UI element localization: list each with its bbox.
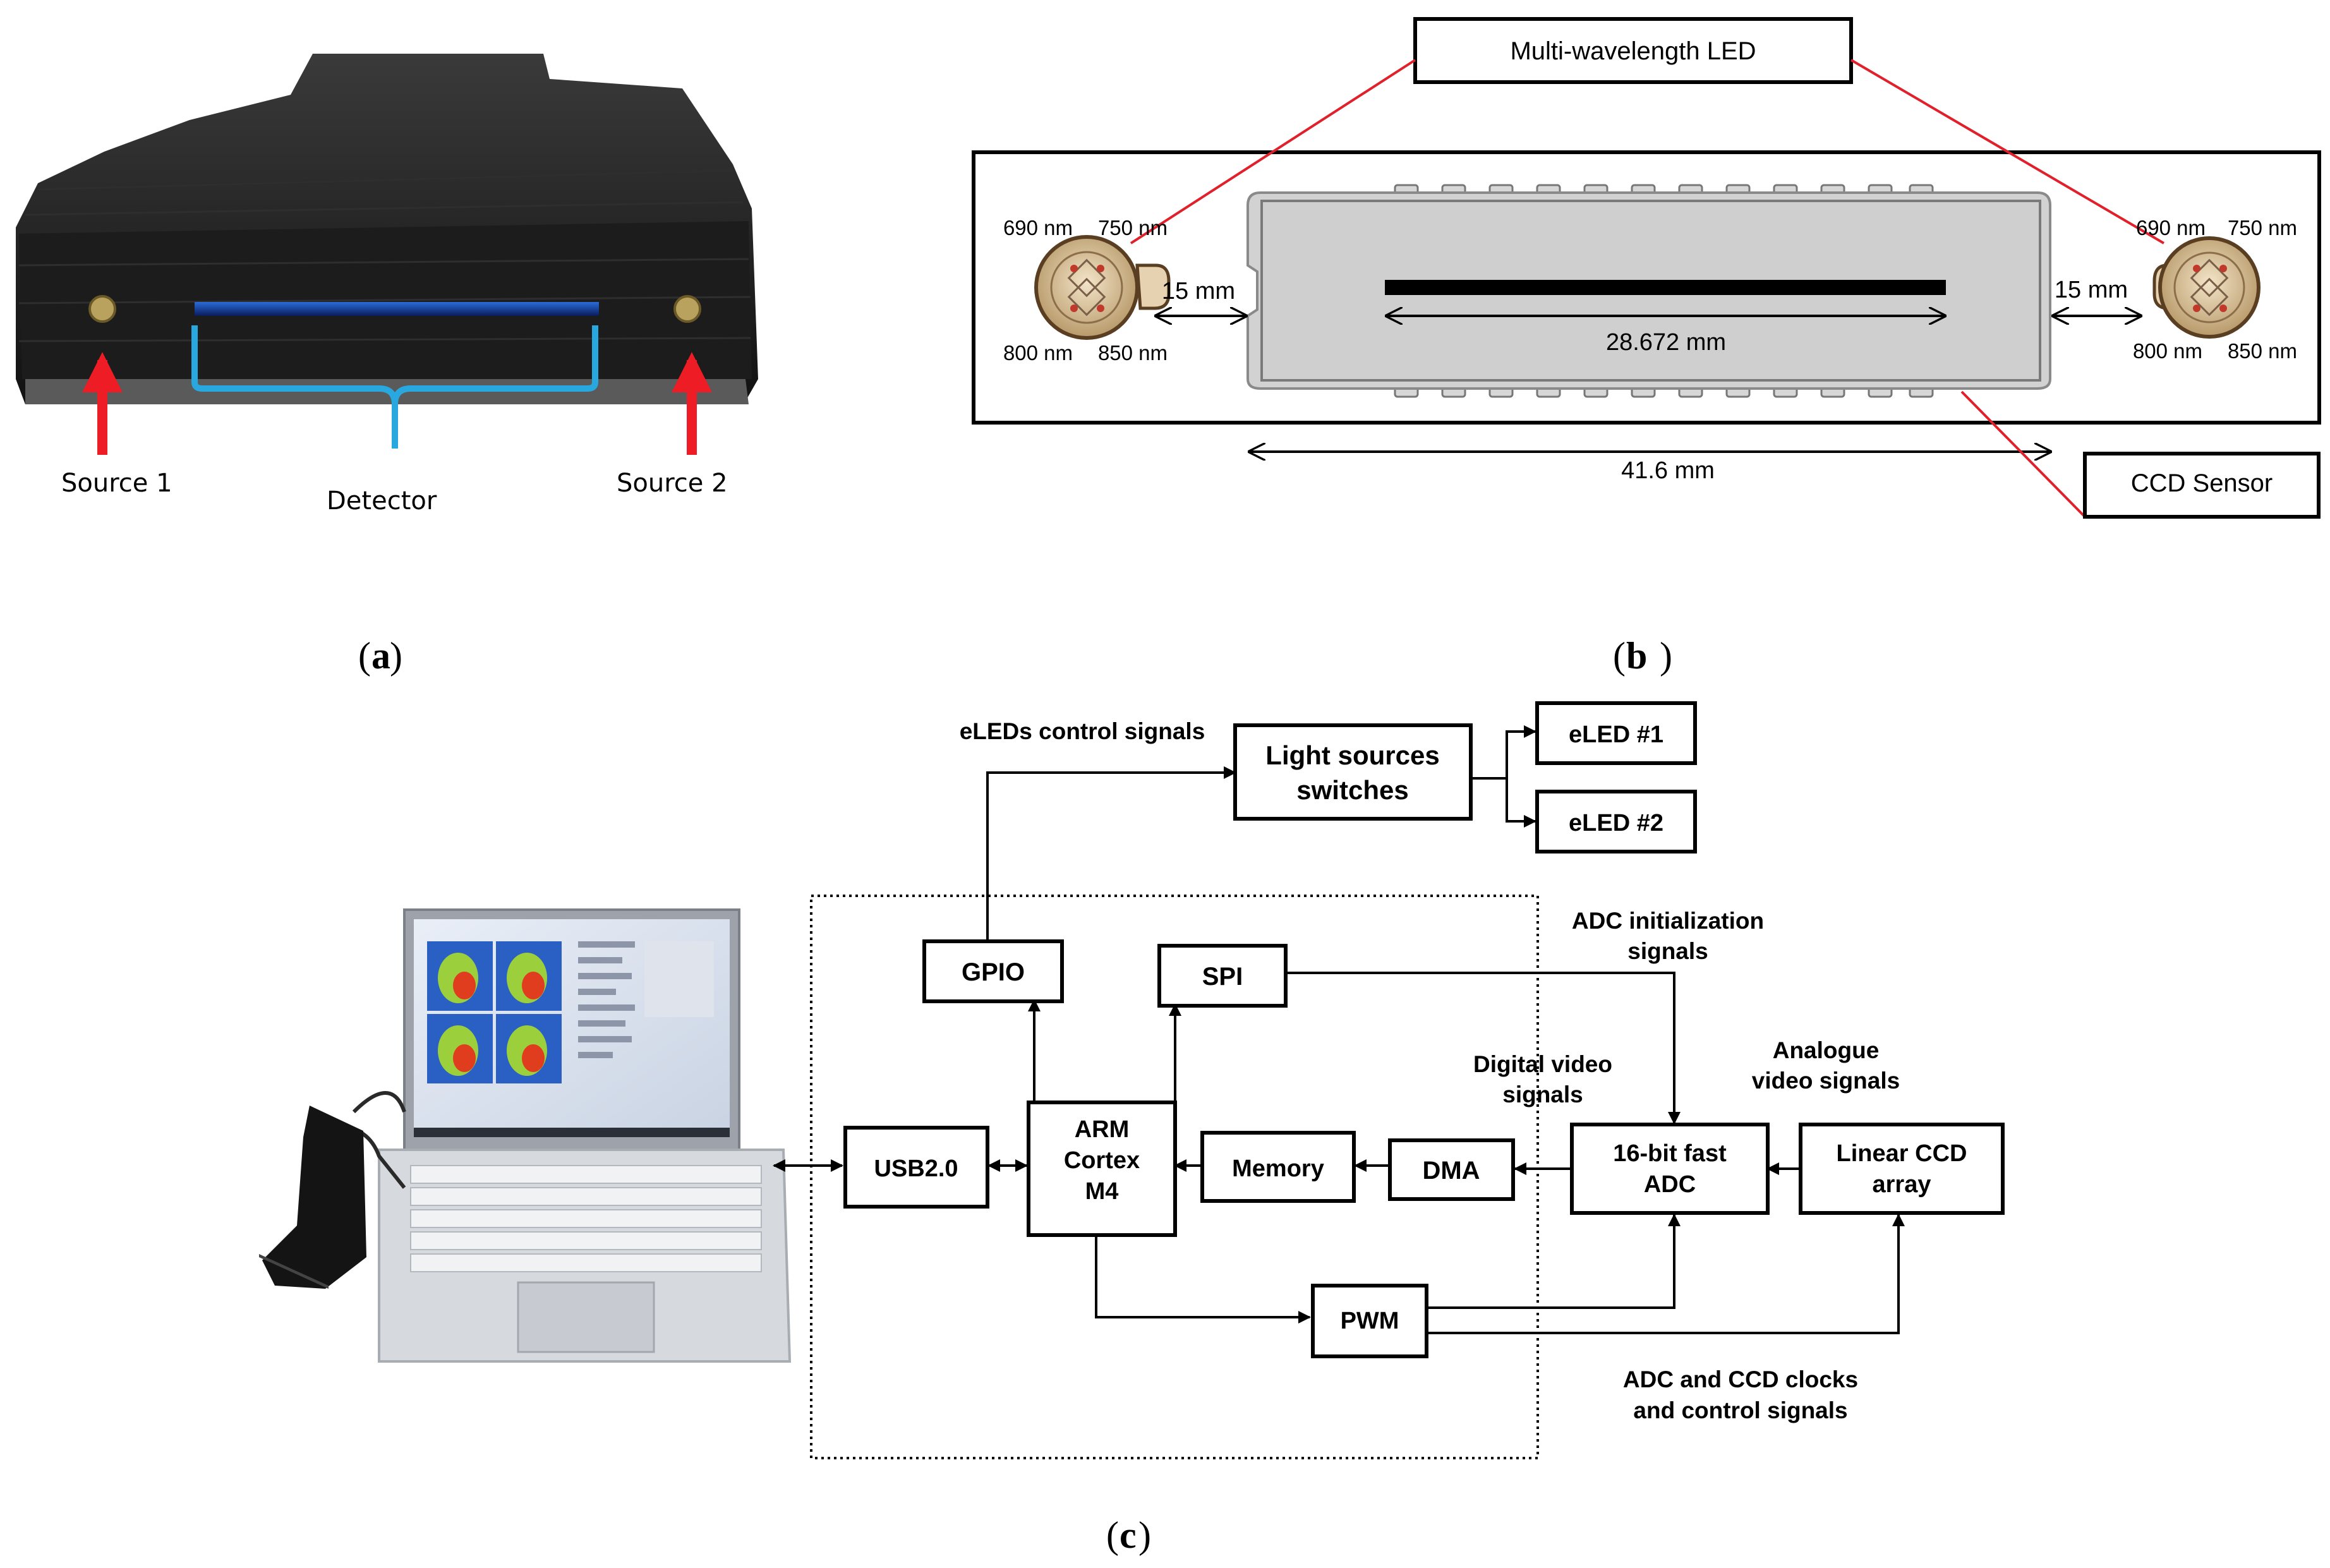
pwm-to-ccd: [1427, 1214, 1905, 1334]
left-750-label: 750 nm: [1098, 216, 1168, 239]
switch-to-eled1: [1506, 725, 1536, 778]
ccd-array-line2: array: [1873, 1171, 1931, 1198]
laptop-illustration: [259, 908, 792, 1363]
caption-b: ( b ): [1613, 635, 1672, 677]
gpio-to-switches-line: [986, 766, 1236, 941]
block-eled2: eLED #2: [1535, 790, 1697, 853]
device-photo: [16, 54, 758, 404]
block-dma: DMA: [1388, 1138, 1515, 1201]
arm-line3: M4: [1085, 1178, 1119, 1205]
led-callout-line-left: [1130, 59, 1416, 244]
light-switches-line1: Light sources: [1265, 740, 1439, 770]
caption-c-close: ): [1138, 1514, 1151, 1556]
led-left: [1034, 235, 1171, 340]
spi-to-adc: [1286, 972, 1681, 1125]
light-switches-line2: switches: [1296, 775, 1408, 805]
right-800-label: 800 nm: [2133, 339, 2202, 363]
ccd-callout-box: [2083, 452, 2321, 519]
caption-a-open: (: [358, 635, 371, 677]
digital-video-line2: signals: [1502, 1082, 1583, 1107]
panel-b: Multi-wavelength LED: [972, 17, 2321, 677]
caption-b-letter: b: [1626, 635, 1647, 677]
sensor-length-label: 41.6 mm: [1621, 457, 1715, 484]
eled1-label: eLED #1: [1569, 721, 1663, 748]
led-callout-box: [1413, 17, 1853, 84]
arm-line1: ARM: [1075, 1116, 1130, 1143]
detector-label: Detector: [327, 486, 437, 516]
memory-label: Memory: [1232, 1155, 1324, 1182]
pwm-label: PWM: [1341, 1308, 1399, 1334]
caption-b-open: (: [1613, 635, 1626, 677]
analogue-video-line1: Analogue: [1773, 1037, 1880, 1063]
source-2-led: [673, 295, 701, 323]
dma-label: DMA: [1422, 1157, 1480, 1185]
adc-init-line1: ADC initialization: [1572, 908, 1764, 934]
block-pwm: PWM: [1311, 1284, 1428, 1358]
gap-left-label: 15 mm: [1162, 278, 1235, 305]
caption-c: ( c ): [1106, 1514, 1151, 1556]
spi-label: SPI: [1202, 963, 1243, 991]
block-light-switches: Light sources switches: [1233, 723, 1473, 821]
source-1-label: Source 1: [61, 469, 172, 498]
block-adc: 16-bit fast ADC: [1570, 1123, 1770, 1215]
analogue-video-line2: video signals: [1752, 1068, 1900, 1094]
led-callout-line-right: [1850, 59, 2165, 244]
ccd-callout-label: CCD Sensor: [2131, 469, 2273, 497]
detector-bracket: [191, 325, 598, 449]
connectors: [773, 725, 1905, 1334]
digital-video-line1: Digital video: [1473, 1051, 1612, 1077]
block-arm: ARM Cortex M4: [1027, 1101, 1177, 1237]
block-spi: SPI: [1157, 944, 1288, 1008]
eleds-control-label: eLEDs control signals: [960, 718, 1205, 744]
arm-line2: Cortex: [1064, 1147, 1140, 1174]
block-ccd-array: Linear CCD array: [1799, 1123, 2005, 1215]
detector-slot: [195, 302, 599, 316]
pixel-array: [1385, 280, 1946, 295]
ccd-array-line1: Linear CCD: [1837, 1140, 1967, 1167]
caption-c-open: (: [1106, 1514, 1119, 1556]
pwm-to-adc: [1427, 1214, 1681, 1309]
gap-right-label: 15 mm: [2055, 277, 2128, 303]
caption-b-close: ): [1660, 635, 1672, 677]
right-750-label: 750 nm: [2228, 216, 2297, 239]
right-690-label: 690 nm: [2136, 216, 2206, 239]
left-690-label: 690 nm: [1003, 216, 1073, 239]
panel-a: Source 1 Detector Source 2 ( a ): [16, 54, 758, 677]
caption-a-letter: a: [371, 635, 390, 677]
ccd-callout-line: [1960, 390, 2086, 518]
right-850-label: 850 nm: [2228, 339, 2297, 363]
pixel-length-label: 28.672 mm: [1606, 329, 1726, 356]
led-callout-label: Multi-wavelength LED: [1510, 37, 1756, 65]
adc-init-line2: signals: [1627, 938, 1708, 964]
left-850-label: 850 nm: [1098, 341, 1168, 365]
arm-to-pwm: [1095, 1235, 1311, 1324]
caption-a: ( a ): [358, 635, 402, 677]
block-eled1: eLED #1: [1535, 701, 1697, 765]
block-memory: Memory: [1200, 1131, 1356, 1203]
ccd-sensor: [1246, 184, 2051, 398]
source-1-led: [88, 295, 116, 323]
clocks-line1: ADC and CCD clocks: [1623, 1366, 1858, 1392]
caption-a-close: ): [390, 635, 402, 677]
source-2-label: Source 2: [617, 469, 728, 498]
clocks-line2: and control signals: [1633, 1397, 1847, 1423]
adc-line1: 16-bit fast: [1613, 1140, 1727, 1167]
left-800-label: 800 nm: [1003, 341, 1073, 365]
adc-line2: ADC: [1644, 1171, 1696, 1198]
gpio-label: GPIO: [962, 958, 1025, 986]
led-right: [2152, 236, 2261, 339]
switch-to-eled2: [1506, 778, 1536, 828]
eled2-label: eLED #2: [1569, 810, 1663, 836]
caption-c-letter: c: [1120, 1514, 1137, 1556]
block-usb: USB2.0: [843, 1126, 989, 1209]
usb-label: USB2.0: [874, 1155, 958, 1182]
panel-c: Light sources switches eLED #1 eLED #2 G…: [259, 701, 2005, 1556]
block-gpio: GPIO: [922, 939, 1064, 1003]
